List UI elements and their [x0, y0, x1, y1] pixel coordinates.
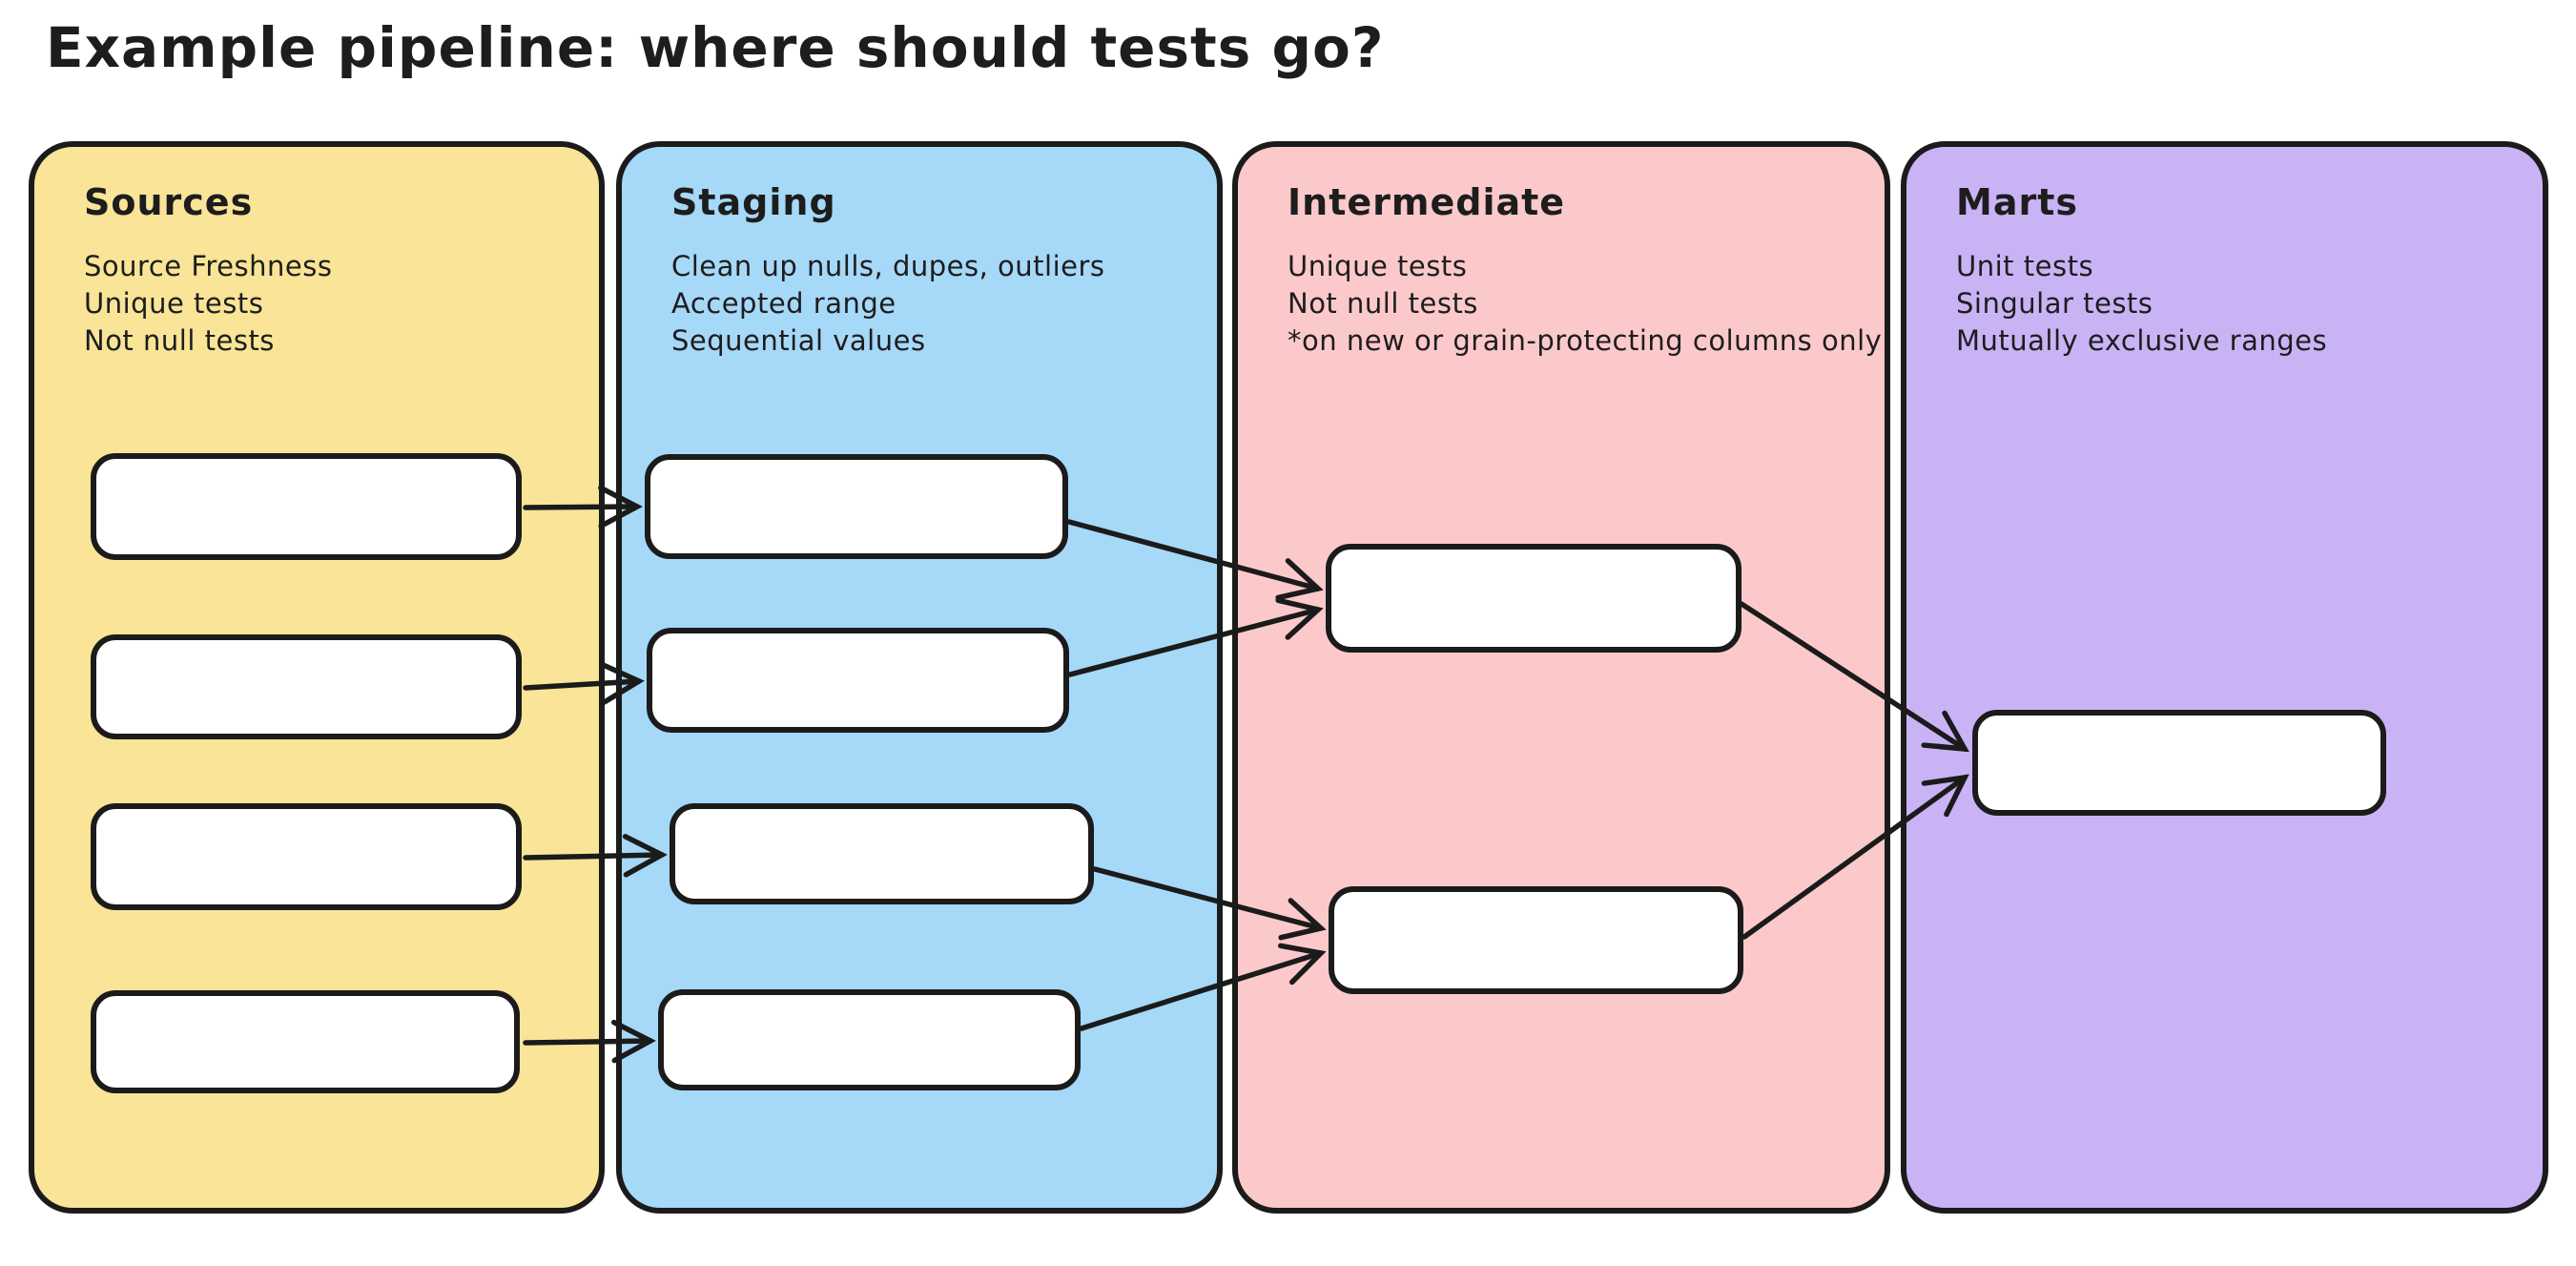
- edge-src-3-stg-3: [523, 834, 668, 878]
- edge-stg-4-int-2: [1079, 943, 1327, 1031]
- edge-stg-3-int-2: [1092, 866, 1327, 941]
- edge-src-1-stg-1: [523, 485, 643, 529]
- node-src-2: [91, 634, 522, 739]
- node-int-2: [1329, 886, 1743, 994]
- column-note: Singular tests: [1956, 287, 2154, 320]
- node-int-1: [1326, 544, 1741, 653]
- node-src-3: [91, 803, 522, 910]
- node-stg-2: [647, 628, 1069, 733]
- node-src-1: [91, 453, 522, 560]
- column-note: Not null tests: [1288, 287, 1478, 320]
- column-note: Clean up nulls, dupes, outliers: [671, 250, 1105, 282]
- node-stg-1: [645, 454, 1068, 559]
- column-note: Not null tests: [84, 324, 275, 357]
- edge-int-1-mart-1: [1739, 601, 1969, 753]
- column-title: Intermediate: [1288, 181, 1566, 223]
- column-title: Staging: [671, 181, 836, 223]
- column-note: *on new or grain-protecting columns only: [1288, 324, 1883, 357]
- column-note: Mutually exclusive ranges: [1956, 324, 2328, 357]
- node-stg-3: [670, 803, 1094, 904]
- page-title: Example pipeline: where should tests go?: [46, 15, 1385, 80]
- column-title: Sources: [84, 181, 254, 223]
- node-stg-4: [658, 989, 1081, 1090]
- column-note: Unique tests: [84, 287, 264, 320]
- edge-int-2-mart-1: [1741, 774, 1969, 940]
- edge-src-2-stg-2: [523, 661, 645, 705]
- column-note: Unit tests: [1956, 250, 2094, 282]
- edge-stg-2-int-1: [1067, 597, 1324, 677]
- column-note: Sequential values: [671, 324, 926, 357]
- edge-stg-1-int-1: [1066, 519, 1324, 601]
- column-title: Marts: [1956, 181, 2078, 223]
- column-note: Accepted range: [671, 287, 896, 320]
- column-note: Source Freshness: [84, 250, 333, 282]
- column-note: Unique tests: [1288, 250, 1468, 282]
- node-mart-1: [1972, 710, 2386, 816]
- edge-src-4-stg-4: [523, 1019, 656, 1064]
- node-src-4: [91, 990, 520, 1093]
